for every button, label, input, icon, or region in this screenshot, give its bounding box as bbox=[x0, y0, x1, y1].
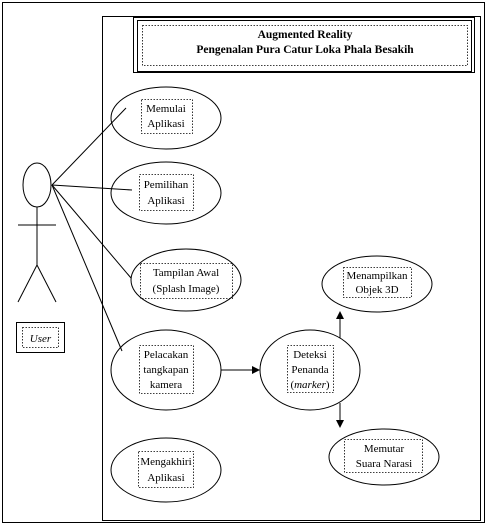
use-case-memulai-aplikasi: Memulai Aplikasi bbox=[110, 86, 222, 150]
use-case-deteksi-penanda: Deteksi Penanda (marker) bbox=[259, 329, 361, 411]
pelacakan-line-3: kamera bbox=[150, 379, 182, 391]
pemilihan-line-1: Pemilihan bbox=[144, 179, 189, 191]
title-line-2: Pengenalan Pura Catur Loka Phala Besakih bbox=[196, 44, 414, 56]
title-box: Augmented Reality Pengenalan Pura Catur … bbox=[133, 17, 475, 73]
use-case-mengakhiri: Mengakhiri Aplikasi bbox=[110, 437, 222, 503]
menampilkan-line-1: Menampilkan bbox=[346, 270, 408, 282]
mengakhiri-line-2: Aplikasi bbox=[147, 472, 184, 484]
deteksi-line-3: (marker) bbox=[290, 379, 329, 391]
use-case-pemilihan-aplikasi: Pemilihan Aplikasi bbox=[110, 161, 222, 225]
flow-arrows bbox=[221, 311, 344, 428]
actor-stick-figure bbox=[17, 162, 57, 303]
tampilan-line-2: (Splash Image) bbox=[153, 283, 220, 295]
actor-label: User bbox=[30, 333, 52, 345]
memutar-line-2: Suara Narasi bbox=[356, 458, 413, 470]
use-case-pelacakan: Pelacakan tangkapan kamera bbox=[110, 329, 222, 411]
memulai-line-2: Aplikasi bbox=[147, 118, 184, 130]
deteksi-line-2: Penanda bbox=[291, 364, 328, 376]
pelacakan-line-1: Pelacakan bbox=[144, 349, 189, 361]
association-pelacakan bbox=[51, 184, 123, 352]
arrowhead-memutar bbox=[336, 420, 344, 428]
mengakhiri-line-1: Mengakhiri bbox=[140, 456, 191, 468]
pemilihan-line-2: Aplikasi bbox=[147, 195, 184, 207]
actor-label-box: User bbox=[16, 322, 65, 353]
association-memulai bbox=[51, 107, 127, 186]
system-boundary bbox=[102, 16, 481, 521]
menampilkan-line-2: Objek 3D bbox=[355, 284, 398, 296]
pelacakan-line-2: tangkapan bbox=[143, 364, 189, 376]
associations bbox=[51, 107, 133, 352]
deteksi-line-1: Deteksi bbox=[293, 349, 327, 361]
memulai-line-1: Memulai bbox=[146, 103, 186, 115]
use-case-menampilkan-objek: Menampilkan Objek 3D bbox=[321, 255, 433, 313]
title-line-1: Augmented Reality bbox=[258, 29, 353, 41]
actor-head bbox=[22, 162, 52, 208]
memutar-line-1: Memutar bbox=[364, 443, 405, 455]
association-tampilan bbox=[51, 184, 132, 279]
use-case-memutar-suara: Memutar Suara Narasi bbox=[328, 428, 440, 486]
arrowhead-menampilkan bbox=[336, 311, 344, 319]
tampilan-line-1: Tampilan Awal bbox=[153, 267, 219, 279]
association-pemilihan bbox=[51, 184, 133, 191]
arrowhead-deteksi bbox=[252, 366, 260, 374]
use-case-tampilan-awal: Tampilan Awal (Splash Image) bbox=[130, 248, 242, 312]
